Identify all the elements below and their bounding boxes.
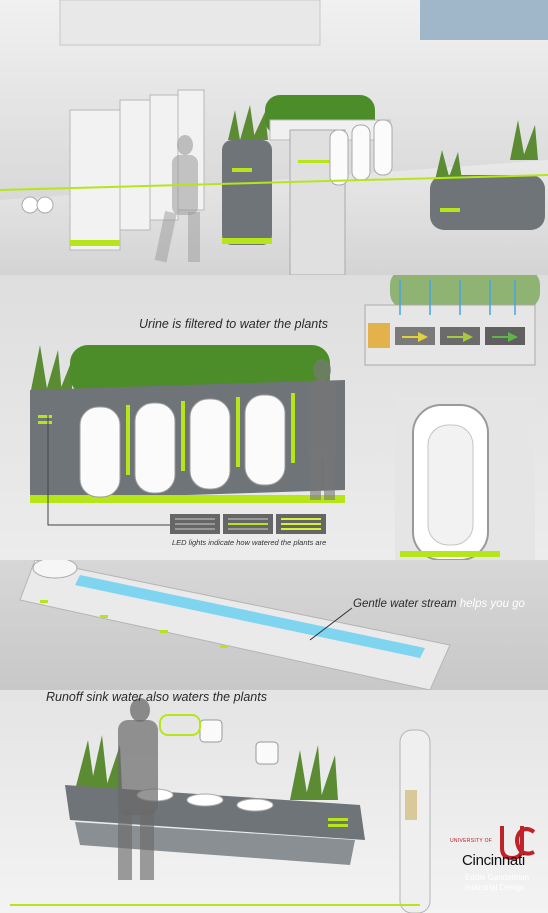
urinal-wall-render — [0, 275, 548, 560]
runoff-sink-caption: Runoff sink water also waters the plants — [46, 690, 267, 704]
water-stream-caption-highlight: helps you go — [459, 598, 525, 610]
designer-field: Industrial Design — [465, 883, 525, 892]
university-label: UNIVERSITY OF — [450, 838, 493, 844]
university-name: Cincinnati — [462, 852, 525, 869]
led-legend — [170, 514, 330, 554]
water-trough-render — [0, 560, 548, 690]
urine-filter-caption: Urine is filtered to water the plants — [139, 317, 328, 331]
designer-credit: Eddie Gandelman Industrial Design — [465, 873, 529, 893]
designer-name: Eddie Gandelman — [465, 873, 530, 882]
led-caption: LED lights indicate how watered the plan… — [172, 538, 327, 547]
water-stream-caption-main: Gentle water stream — [353, 598, 460, 610]
uc-logo-icon — [452, 824, 548, 913]
restroom-overview-render — [0, 0, 548, 275]
sink-planter-render — [0, 690, 548, 913]
water-stream-caption: Gentle water stream helps you go — [353, 598, 525, 610]
